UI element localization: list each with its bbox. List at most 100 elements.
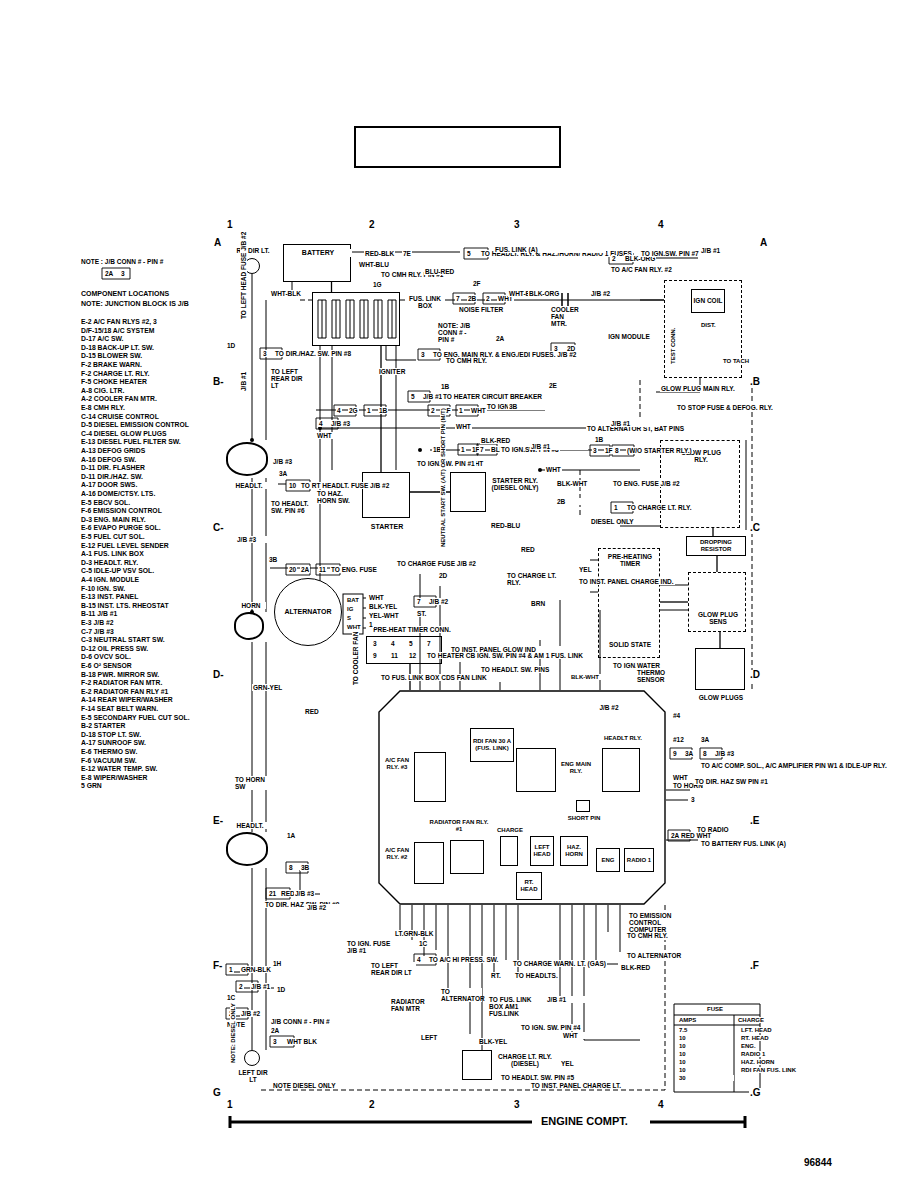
node-label: LEFT DIR LT: [237, 1069, 269, 1083]
wire-label: RED: [304, 708, 376, 715]
wire-label: 5: [408, 640, 414, 647]
wire-label: S: [346, 615, 352, 621]
wire-label: BLK-RED: [620, 964, 651, 971]
wire-label: 3: [690, 796, 740, 803]
wire-label: TO HEATER CB IGN. SW. PIN #4 & AM 1 FUS.…: [426, 652, 584, 659]
wire-label: 1: [228, 966, 234, 973]
wire-label: D-17 A/C SW.: [80, 335, 124, 342]
wire-label: RT.: [490, 972, 502, 979]
connector-wire: [660, 601, 688, 602]
wire-label: TO ALTERNATOR: [626, 952, 682, 959]
wire-label: YEL: [560, 1060, 575, 1067]
wire-label: TO INST. PANEL CHARGE LT.: [530, 1082, 622, 1089]
wire-label: 3B: [268, 556, 278, 563]
wire-label: TO HEADLTS.: [514, 972, 559, 979]
wire-label: CHARGE: [737, 1017, 765, 1023]
wire-label: 3A: [684, 750, 694, 757]
node-label: IGN MODULE: [599, 333, 659, 340]
wire-label: WHT-BLK: [270, 290, 304, 297]
wire-label: 10: [678, 1059, 687, 1065]
node-rect: CHARGE: [500, 836, 518, 866]
wire-label: TO IGN.SW. PIN #7: [640, 250, 700, 257]
wire-label: TO RT HEADLT. FUSE J/B #2: [300, 482, 390, 489]
wire-label: 1: [613, 504, 619, 511]
wire-label: A-16 DEFOG SW.: [80, 456, 137, 463]
wire-label: D-3 ENG. MAIN RLY.: [80, 516, 147, 523]
node-label: PRE-HEAT TIMER CONN.: [367, 626, 457, 633]
node-rect: ENG: [596, 848, 620, 872]
wire-label: J/B #1: [610, 420, 660, 427]
wire-label: J/B #1: [250, 983, 271, 990]
node-rect: STARTER: [362, 472, 410, 518]
wire-label: 7E: [402, 250, 412, 257]
wire-label: TO HORN SW: [234, 776, 274, 790]
node-label: PRE-HEATING TIMER: [601, 553, 659, 567]
wire-label: IG: [346, 606, 354, 612]
wire-label: YEL: [578, 566, 593, 573]
wire-label: WHT: [672, 774, 689, 781]
wire-label: TO HEADLT. SW. PINS: [480, 666, 552, 673]
node-label: HEADLT.: [228, 822, 272, 829]
node-dash: PRE-HEATING TIMERSOLID STATE: [598, 548, 660, 658]
wire-label: 1H: [272, 960, 314, 967]
node-label: HEADLT RLY.: [601, 735, 645, 742]
wire-label: 3: [513, 220, 521, 231]
wire-label: 1D: [226, 342, 236, 349]
wire-label: 2G: [348, 407, 359, 414]
node-label: DROPPING RESISTOR: [688, 539, 744, 552]
wire-label: BAT: [346, 597, 360, 603]
node-rect: DROPPING RESISTOR: [686, 536, 746, 556]
wire-label: 1B: [440, 383, 450, 390]
node-label: STARTER RLY. (DIESEL ONLY): [491, 477, 539, 491]
node-label: A/C FAN RLY. #2: [381, 847, 413, 860]
wire-label: TO ENG. FUSE J/B #2: [612, 480, 681, 487]
wire-label: 2A: [300, 566, 310, 573]
wire-label: NOTE: J/B CONN # - PIN #: [437, 322, 479, 343]
wire-label: E-13 DIESEL FUEL FILTER SW.: [80, 438, 182, 445]
wire-label: 10: [678, 1067, 687, 1073]
wire-label: NOTE DIESEL ONLY: [272, 1082, 337, 1089]
wire-label: BLK-RED: [480, 437, 511, 444]
wire-label: WHT: [346, 624, 362, 630]
wire-label: NOTE : J/B CONN # - PIN #: [80, 258, 164, 265]
wire-label: E-13 INST. PANEL: [80, 593, 139, 600]
wire-label: 3: [120, 270, 126, 277]
wire-label: J/B #3: [236, 536, 274, 543]
wire-label: AMPS: [678, 1017, 697, 1023]
wire-label: A-13 DEFOG GRIDS: [80, 447, 146, 454]
wire-label: 4: [657, 220, 665, 231]
wire-label: #4: [672, 712, 718, 719]
wire-label: F-6 EMISSION CONTROL: [80, 507, 163, 514]
wire-label: B-2 STARTER: [80, 722, 126, 729]
wire-label: 96844: [803, 1158, 833, 1169]
wire-label: DIST.: [700, 322, 736, 328]
wire-label: RADIO 1: [740, 1051, 766, 1057]
wire-label: 2E: [548, 382, 610, 389]
wire-label: TO TACH: [722, 358, 750, 364]
wire-label: 1B: [594, 436, 604, 443]
wire-label: E-6 EVAPO PURGE SOL.: [80, 524, 162, 531]
wire-label: 10: [678, 1043, 687, 1049]
wire-label: J/B CONN # - PIN #: [270, 1018, 331, 1025]
wire-label: .F: [749, 961, 760, 972]
wire-label: RT. HEAD: [740, 1035, 770, 1041]
wire-label: C-3 NEUTRAL START SW.: [80, 636, 166, 643]
wire-label: J/B #2: [428, 598, 449, 605]
alternator-terminal-block: [343, 594, 363, 634]
wire-label: E-8 WIPER/WASHER: [80, 774, 148, 781]
node-label: STARTER: [357, 523, 417, 531]
wire-label: 8: [288, 864, 294, 871]
wire-label: C-7 J/B #3: [80, 628, 115, 635]
wire-label: 20: [288, 566, 297, 573]
wire-label: TO RADIO: [696, 826, 730, 833]
wire-label: 7.5: [678, 1027, 688, 1033]
wire-label: TO HAZ. HORN SW.: [316, 490, 360, 504]
wire-label: 1: [226, 220, 234, 231]
wire-label: WHT: [316, 432, 333, 439]
wire-label: GLOW PLUG MAIN RLY.: [660, 385, 736, 392]
wire-label: TO COOLER FAN: [352, 631, 359, 686]
wire-label: TO FUS. LINK BOX CDS FAN LINK: [380, 674, 488, 681]
wire-label: 2B: [556, 498, 604, 505]
wire-label: 3: [513, 1100, 521, 1111]
wire-label: BLK-YEL: [478, 1038, 508, 1045]
